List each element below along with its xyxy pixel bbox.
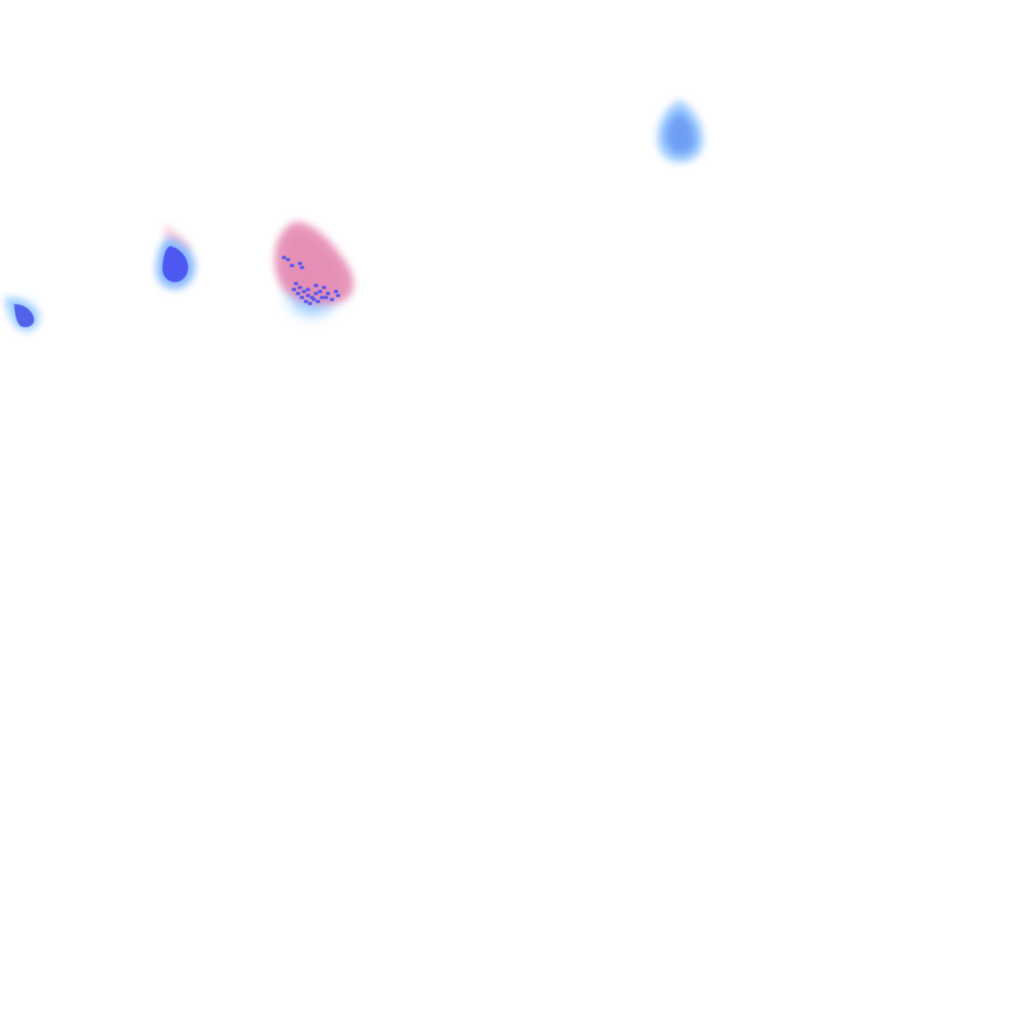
- blue-speck: [300, 296, 304, 299]
- blob-small-left: [156, 226, 196, 290]
- blob-pink-large: [274, 221, 354, 316]
- blue-speck: [330, 298, 334, 301]
- blue-speck: [312, 298, 316, 301]
- blue-speck: [334, 290, 338, 293]
- blue-speck: [322, 286, 326, 289]
- blob-top-right-core: [665, 112, 696, 155]
- blue-speck: [304, 300, 308, 303]
- blob-top-right: [657, 100, 704, 163]
- blue-speck: [290, 264, 294, 267]
- blob-small-left-core: [162, 246, 189, 283]
- blue-speck: [294, 282, 298, 285]
- blue-speck: [316, 300, 320, 303]
- blue-speck: [336, 294, 340, 297]
- blob-edge-left-core: [14, 304, 35, 328]
- blue-speck: [286, 258, 290, 261]
- blue-speck: [320, 296, 324, 299]
- blue-speck: [306, 294, 310, 297]
- blue-speck: [298, 262, 302, 265]
- blue-speck: [308, 302, 312, 305]
- blue-speck: [310, 296, 314, 299]
- blue-speck: [298, 286, 302, 289]
- blue-speck: [292, 288, 296, 291]
- blue-speck: [296, 292, 300, 295]
- blue-speck: [314, 292, 318, 295]
- blue-speck: [318, 290, 322, 293]
- blue-speck: [326, 292, 330, 295]
- blob-pink-large-inner: [285, 233, 339, 293]
- blob-edge-left: [4, 297, 40, 332]
- blue-speck: [302, 290, 306, 293]
- blob-pink-large-specks: [282, 256, 340, 305]
- blue-speck: [300, 266, 304, 269]
- blue-speck: [324, 296, 328, 299]
- blue-speck: [306, 288, 310, 291]
- blob-small-left-pink-tip: [164, 226, 192, 253]
- blue-speck: [282, 256, 286, 259]
- blue-speck: [314, 284, 318, 287]
